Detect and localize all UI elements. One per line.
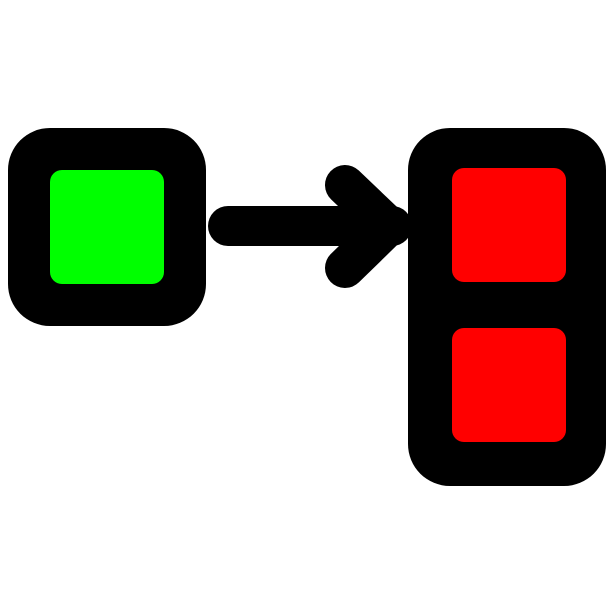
arrow-head — [325, 165, 408, 288]
source-box-icon — [8, 128, 206, 326]
target-item-red-top — [452, 168, 566, 282]
source-item-green — [50, 170, 164, 284]
target-item-red-bottom — [452, 328, 566, 442]
target-box-icon — [408, 128, 606, 486]
arrow-right-icon — [208, 165, 412, 288]
